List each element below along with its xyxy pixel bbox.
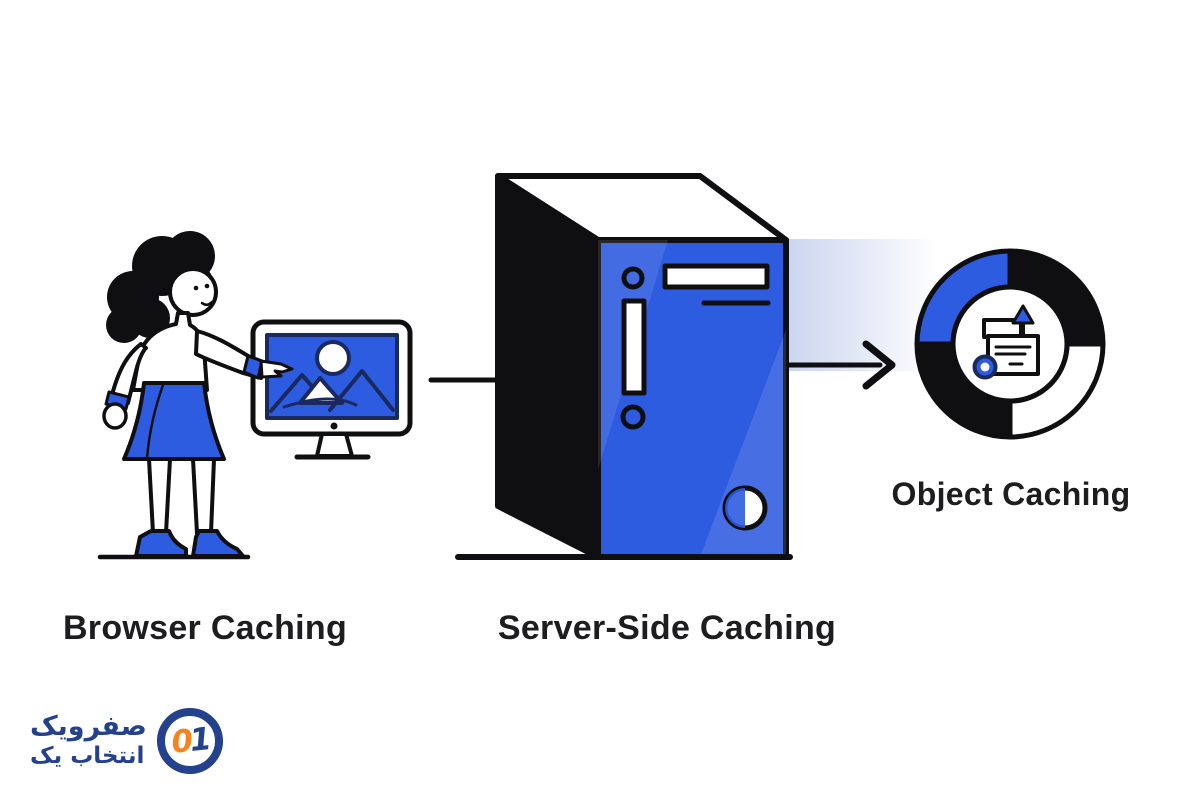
document-icon <box>972 304 1040 380</box>
monitor-icon <box>250 319 413 460</box>
leg <box>147 457 172 535</box>
brand-logo-text: صفرویک انتخاب یک <box>30 711 147 771</box>
pointing-hand <box>259 359 294 379</box>
server-drive-slot <box>662 263 770 290</box>
browser-caching-label: Browser Caching <box>62 609 348 647</box>
wristband <box>242 354 264 380</box>
cache-glow <box>788 239 938 371</box>
woman-figure <box>97 231 294 560</box>
image-icon <box>269 340 395 413</box>
mouth <box>200 300 214 306</box>
object-caching-label: Object Caching <box>891 476 1131 512</box>
server-side-caching-label: Server-Side Caching <box>497 609 837 647</box>
object-caching-illustration <box>914 248 1106 440</box>
server-illustration <box>455 173 938 560</box>
monitor-power-led <box>330 422 338 430</box>
boot <box>134 529 188 558</box>
server-side-face <box>495 173 601 560</box>
hair-fringe <box>171 263 215 290</box>
target-dot-icon <box>972 354 998 380</box>
boot <box>191 529 245 558</box>
server-vent-slot <box>621 298 647 396</box>
browser-caching-illustration <box>97 231 413 560</box>
brand-tagline: انتخاب یک <box>30 743 145 770</box>
torso <box>131 311 209 392</box>
server-tower-icon <box>455 173 793 560</box>
mountain-icon <box>298 376 344 405</box>
upload-arrow-icon <box>1011 304 1035 338</box>
server-led <box>620 404 646 430</box>
brand-01-badge-icon: 0 1 <box>153 704 227 778</box>
arrow-server-to-object <box>785 340 896 390</box>
skirt <box>122 381 226 461</box>
sun-icon <box>315 340 351 376</box>
left-hand <box>102 402 128 430</box>
brand-name: صفرویک <box>30 711 147 742</box>
arrowhead-icon <box>862 340 896 390</box>
server-led <box>621 266 645 290</box>
monitor-stand <box>315 432 354 458</box>
badge-one: 1 <box>188 721 211 759</box>
leg <box>191 457 216 535</box>
brand-logo: صفرویک انتخاب یک 0 1 <box>30 704 227 778</box>
cache-ring-icon <box>914 248 1106 440</box>
